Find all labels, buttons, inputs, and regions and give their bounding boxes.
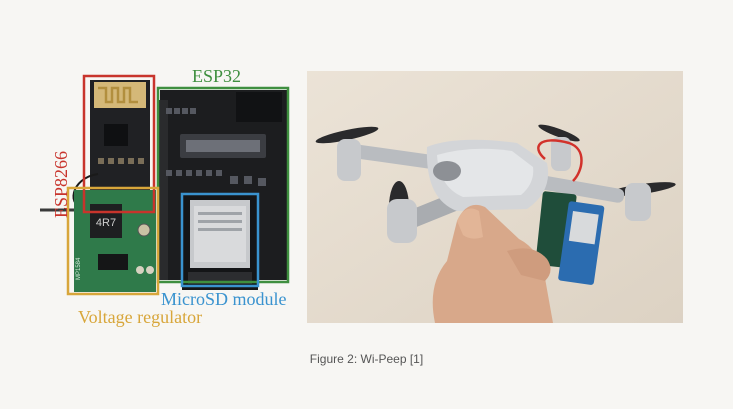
esp32-box bbox=[156, 86, 290, 284]
esp32-label: ESP32 bbox=[192, 66, 242, 86]
esp8266-label: ESP8266 bbox=[51, 150, 71, 218]
drone-photo bbox=[307, 71, 683, 323]
inductor-marking: 4R7 bbox=[96, 217, 116, 229]
propeller bbox=[315, 126, 379, 144]
motor bbox=[337, 139, 361, 181]
regulator-box bbox=[66, 186, 160, 296]
figure-caption: Figure 2: Wi-Peep [1] bbox=[309, 352, 424, 366]
esp8266-antenna-trace bbox=[94, 82, 146, 108]
motor bbox=[551, 137, 571, 171]
regulator-inductor bbox=[90, 204, 122, 238]
esp8266-box bbox=[82, 74, 156, 214]
regulator-marking: MP1584 bbox=[76, 257, 82, 280]
voltage-regulator-label: Voltage regulator bbox=[78, 307, 203, 327]
microsd-label: MicroSD module bbox=[161, 289, 287, 309]
drone-illustration bbox=[307, 71, 683, 323]
hardware-illustration: 4R7 MP1584 bbox=[40, 74, 290, 296]
motor bbox=[625, 183, 651, 221]
propeller bbox=[538, 124, 580, 142]
microsd-box bbox=[180, 192, 260, 288]
hardware-photo: 4R7 MP1584 ESP32 ESP8266 MicroSD module … bbox=[40, 58, 308, 327]
motor bbox=[387, 199, 417, 243]
regulator-ic bbox=[98, 254, 128, 270]
